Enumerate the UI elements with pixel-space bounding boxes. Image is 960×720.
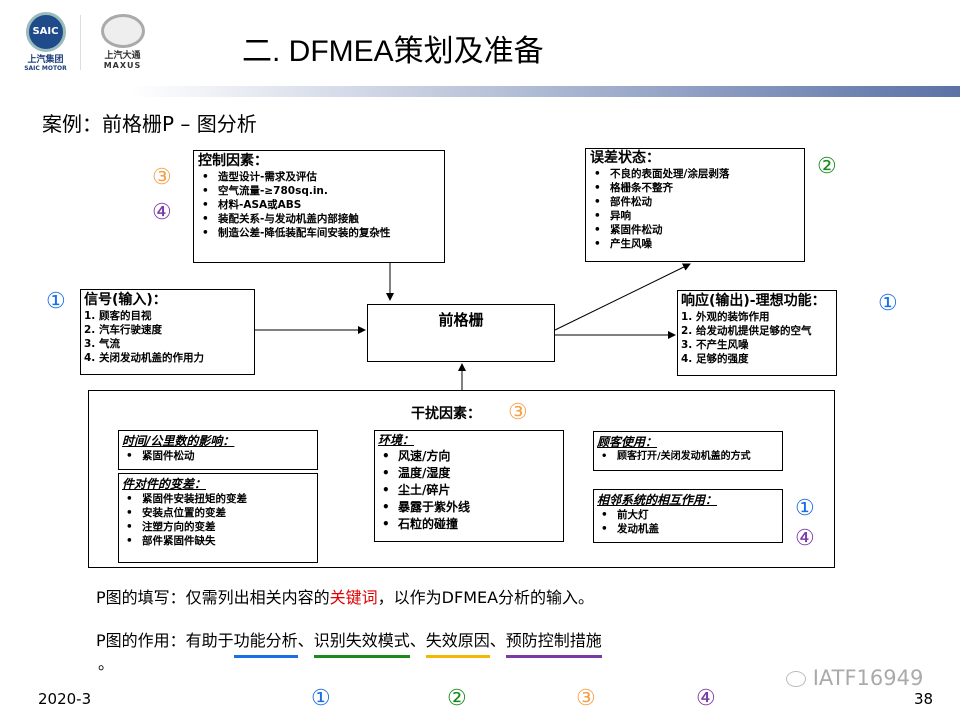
- list-item: 2. 汽车行驶速度: [84, 324, 162, 336]
- response-output-box: 响应(输出)-理想功能： 1. 外观的装饰作用 2. 给发动机提供足够的空气 3…: [677, 290, 837, 376]
- list-item: 格栅条不整齐: [590, 181, 800, 195]
- list-item: 4. 足够的强度: [681, 353, 749, 365]
- customer-heading: 顾客使用：: [597, 435, 658, 449]
- marker-one: ①: [878, 291, 898, 316]
- maxus-cn: 上汽大通: [104, 51, 141, 61]
- list-item: 造型设计-需求及评估: [198, 170, 440, 184]
- note-period: 。: [98, 654, 115, 673]
- list-item: 产生风噪: [590, 237, 800, 251]
- note2-text: P图的作用：有助于: [96, 631, 234, 650]
- list-item: 1. 顾客的目视: [84, 310, 152, 322]
- time-mileage-box: 时间/公里数的影响： 紧固件松动: [118, 430, 318, 470]
- maxus-logo: 上汽大通 MAXUS: [90, 12, 155, 72]
- note1-text: P图的填写：仅需列出相关内容的: [96, 588, 330, 607]
- list-item: 不良的表面处理/涂层剥落: [590, 167, 800, 181]
- legend-marker-one: ①: [311, 686, 331, 711]
- list-item: 前大灯: [597, 508, 779, 522]
- marker-four: ④: [795, 526, 815, 551]
- title-gradient-bar: [130, 86, 960, 97]
- signal-input-box: 信号(输入)： 1. 顾客的目视 2. 汽车行驶速度 3. 气流 4. 关闭发动…: [80, 289, 255, 375]
- logo-divider: [80, 15, 81, 70]
- noise-heading: 干扰因素：: [411, 406, 481, 422]
- adjacent-systems-box: 相邻系统的相互作用： 前大灯 发动机盖: [593, 489, 783, 543]
- list-item: 安装点位置的变差: [122, 506, 262, 520]
- separator: 、: [489, 631, 506, 650]
- marker-three: ③: [152, 165, 172, 190]
- system-box-front-grille: 前格栅: [367, 304, 555, 362]
- marker-two: ②: [817, 154, 837, 179]
- list-item: 发动机盖: [597, 522, 779, 536]
- list-item: 石粒的碰撞: [378, 516, 560, 533]
- separator: 、: [297, 631, 314, 650]
- list-item: 风速/方向: [378, 448, 560, 465]
- list-item: 装配关系-与发动机盖内部接触: [198, 212, 440, 226]
- error-states-box: 误差状态： 不良的表面处理/涂层剥落 格栅条不整齐 部件松动 异响 紧固件松动 …: [585, 148, 805, 262]
- watermark-text: IATF16949: [812, 666, 924, 690]
- env-heading: 环境：: [378, 433, 415, 447]
- marker-three: ③: [508, 400, 528, 425]
- list-item: 紧固件松动: [590, 223, 800, 237]
- maxus-emblem: [100, 14, 145, 48]
- marker-one: ①: [46, 289, 66, 314]
- page-number: 38: [914, 690, 934, 708]
- failure-mode: 识别失效模式: [313, 631, 410, 658]
- saic-en: SAIC MOTOR: [24, 65, 67, 72]
- list-item: 制造公差-降低装配车间安装的复杂性: [198, 226, 440, 240]
- list-item: 1. 外观的装饰作用: [681, 311, 770, 323]
- list-item: 部件紧固件缺失: [122, 534, 262, 548]
- saic-cn: 上汽集团: [27, 55, 64, 65]
- signal-heading: 信号(输入)：: [84, 292, 167, 308]
- list-item: 异响: [590, 209, 800, 223]
- control-heading: 控制因素：: [198, 153, 268, 169]
- watermark: IATF16949: [786, 666, 923, 690]
- wechat-icon: [786, 671, 806, 687]
- legend-marker-two: ②: [447, 686, 467, 711]
- list-item: 3. 不产生风噪: [681, 339, 749, 351]
- saic-badge: SAIC: [25, 12, 66, 52]
- customer-usage-box: 顾客使用： 顾客打开/关闭发动机盖的方式: [593, 431, 783, 471]
- list-item: 紧固件安装扭矩的变差: [122, 492, 262, 506]
- subtitle: 案例：前格栅P – 图分析: [42, 112, 257, 136]
- saic-logo: SAIC 上汽集团 SAIC MOTOR: [18, 12, 73, 72]
- environment-box: 环境： 风速/方向 温度/湿度 尘土/碎片 暴露于紫外线 石粒的碰撞: [374, 430, 564, 542]
- page-title: 二. DFMEA策划及准备: [242, 35, 544, 68]
- list-item: 3. 气流: [84, 338, 120, 350]
- legend-marker-three: ③: [576, 686, 596, 711]
- list-item: 材料-ASA或ABS: [198, 198, 440, 212]
- list-item: 4. 关闭发动机盖的作用力: [84, 352, 204, 364]
- function-analysis: 功能分析: [233, 631, 298, 658]
- legend-marker-four: ④: [696, 686, 716, 711]
- list-item: 温度/湿度: [378, 465, 560, 482]
- part-variation-box: 件对件的变差： 紧固件安装扭矩的变差 安装点位置的变差 注塑方向的变差 部件紧固…: [118, 473, 318, 563]
- list-item: 紧固件松动: [122, 449, 314, 463]
- prevention-control: 预防控制措施: [505, 631, 602, 658]
- marker-one: ①: [795, 496, 815, 521]
- keyword-highlight: 关键词: [329, 588, 378, 607]
- list-item: 暴露于紫外线: [378, 499, 560, 516]
- list-item: 空气流量-≥780sq.in.: [198, 184, 440, 198]
- note-fill-in: P图的填写：仅需列出相关内容的关键词，以作为DFMEA分析的输入。: [96, 584, 594, 608]
- list-item: 顾客打开/关闭发动机盖的方式: [597, 450, 779, 464]
- time-heading: 时间/公里数的影响：: [122, 434, 235, 448]
- note-purpose: P图的作用：有助于功能分析、识别失效模式、失效原因、预防控制措施: [96, 627, 602, 658]
- response-heading: 响应(输出)-理想功能：: [681, 293, 826, 309]
- list-item: 尘土/碎片: [378, 482, 560, 499]
- maxus-en: MAXUS: [103, 61, 142, 70]
- part-heading: 件对件的变差：: [122, 477, 207, 491]
- list-item: 部件松动: [590, 195, 800, 209]
- error-heading: 误差状态：: [590, 150, 660, 166]
- adjacent-heading: 相邻系统的相互作用：: [597, 493, 718, 507]
- failure-cause: 失效原因: [425, 631, 490, 658]
- control-factors-box: 控制因素： 造型设计-需求及评估 空气流量-≥780sq.in. 材料-ASA或…: [193, 150, 445, 263]
- separator: 、: [409, 631, 426, 650]
- note1-text-end: ，以作为DFMEA分析的输入。: [377, 588, 595, 607]
- list-item: 注塑方向的变差: [122, 520, 262, 534]
- footer-date: 2020-3: [38, 690, 92, 708]
- list-item: 2. 给发动机提供足够的空气: [681, 325, 812, 337]
- marker-four: ④: [152, 200, 172, 225]
